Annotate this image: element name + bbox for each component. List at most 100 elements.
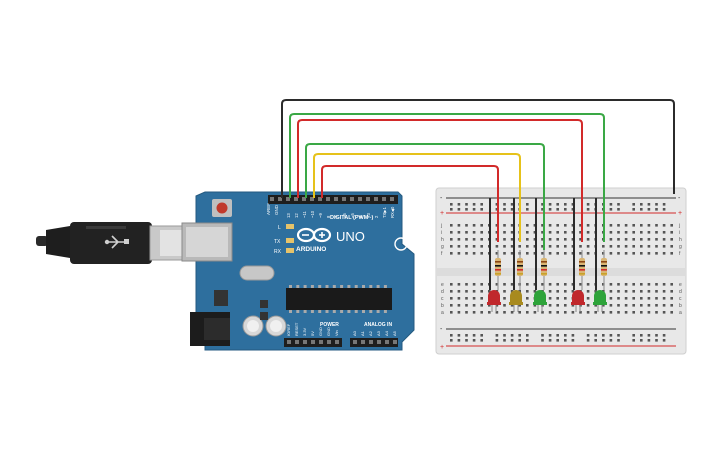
row-letter: b xyxy=(441,303,444,309)
microcontroller-chip xyxy=(286,288,392,310)
wire-green-11 xyxy=(305,143,545,250)
pin-label: 4 xyxy=(358,215,363,218)
rail-plus-label: + xyxy=(440,210,444,217)
analog-pin-label: A1 xyxy=(360,330,365,336)
power-pin[interactable] xyxy=(335,340,339,344)
row-letter: e xyxy=(679,282,682,288)
resistors xyxy=(495,250,607,290)
power-pin[interactable] xyxy=(319,340,323,344)
power-pin[interactable] xyxy=(303,340,307,344)
chip-pins xyxy=(289,285,387,313)
header-pin[interactable] xyxy=(374,197,378,201)
led-green-icon xyxy=(593,290,607,312)
usb-cable xyxy=(36,222,187,264)
rail-plus-label: + xyxy=(440,344,444,351)
pin-label: 13 xyxy=(286,213,291,218)
power-pin-label: IOREF xyxy=(286,323,291,336)
pin-label: 12 xyxy=(294,213,299,218)
header-pin[interactable] xyxy=(278,197,282,201)
row-letter: f xyxy=(441,251,443,257)
usb-icon xyxy=(104,235,129,249)
label-gnd: GND xyxy=(274,204,279,215)
analog-pin[interactable] xyxy=(393,340,397,344)
pin-label: ~3 xyxy=(366,213,371,218)
row-letter: d xyxy=(441,289,444,295)
pin-label: 7 xyxy=(334,215,339,218)
header-pin[interactable] xyxy=(382,197,386,201)
pin-label: 2 xyxy=(374,215,379,218)
header-pin[interactable] xyxy=(334,197,338,201)
header-pin[interactable] xyxy=(294,197,298,201)
row-letter: j xyxy=(678,223,680,229)
analog-header xyxy=(350,338,398,347)
header-pin[interactable] xyxy=(318,197,322,201)
row-letter: a xyxy=(679,310,682,316)
pin-label: RX◀0 xyxy=(390,206,395,218)
row-letter: a xyxy=(441,310,444,316)
label-rx: RX xyxy=(274,249,282,255)
row-letter: h xyxy=(441,237,444,243)
analog-pin-label: A2 xyxy=(368,330,373,336)
wire-red-9 xyxy=(321,165,499,242)
rail-minus-label: - xyxy=(440,326,443,333)
header-pin[interactable] xyxy=(342,197,346,201)
label-aref: AREF xyxy=(266,203,271,215)
power-pin-label: GND xyxy=(326,327,331,336)
header-pin[interactable] xyxy=(358,197,362,201)
power-pin[interactable] xyxy=(287,340,291,344)
analog-pin[interactable] xyxy=(353,340,357,344)
arduino-logo-icon xyxy=(296,227,332,243)
analog-pin-label: A0 xyxy=(352,330,357,336)
wire-green-13 xyxy=(289,113,605,242)
onboard-led-l xyxy=(286,224,294,229)
reset-button[interactable] xyxy=(212,199,232,217)
leds xyxy=(487,290,607,312)
label-l: L xyxy=(278,225,281,231)
row-letter: c xyxy=(679,296,682,302)
power-pin[interactable] xyxy=(311,340,315,344)
row-letter: e xyxy=(441,282,444,288)
digital-header-label: DIGITAL (PWM~) xyxy=(330,215,374,221)
rail-minus-label: - xyxy=(440,195,443,202)
header-pin[interactable] xyxy=(270,197,274,201)
power-pin[interactable] xyxy=(295,340,299,344)
row-letter: h xyxy=(679,237,682,243)
header-pin[interactable] xyxy=(326,197,330,201)
row-letter: f xyxy=(679,251,681,257)
analog-label: ANALOG IN xyxy=(364,322,392,328)
analog-pin[interactable] xyxy=(361,340,365,344)
header-pin[interactable] xyxy=(310,197,314,201)
pin-label: ~10 xyxy=(310,210,315,218)
crystal xyxy=(239,265,275,281)
pin-label: ~9 xyxy=(318,213,323,218)
rail-minus-label: - xyxy=(678,195,681,202)
header-pin[interactable] xyxy=(390,197,394,201)
row-letter: b xyxy=(679,303,682,309)
ground-jumpers xyxy=(489,198,597,290)
header-pin[interactable] xyxy=(366,197,370,201)
pin-label: ~6 xyxy=(342,213,347,218)
header-pin[interactable] xyxy=(350,197,354,201)
power-pin[interactable] xyxy=(327,340,331,344)
header-pin[interactable] xyxy=(302,197,306,201)
row-letter: d xyxy=(679,289,682,295)
wires xyxy=(281,99,675,250)
digital-pins xyxy=(270,197,394,201)
header-pin[interactable] xyxy=(286,197,290,201)
infinity-icon xyxy=(394,237,408,251)
power-pin-label: RESET xyxy=(294,322,299,336)
label-tx: TX xyxy=(274,239,281,245)
led-red-icon xyxy=(487,290,501,312)
analog-pin[interactable] xyxy=(369,340,373,344)
analog-pin[interactable] xyxy=(377,340,381,344)
row-letter: g xyxy=(441,244,444,250)
analog-pin[interactable] xyxy=(385,340,389,344)
wire-black-gnd xyxy=(281,99,675,198)
row-letter: j xyxy=(440,223,442,229)
pin-label: 8 xyxy=(326,215,331,218)
